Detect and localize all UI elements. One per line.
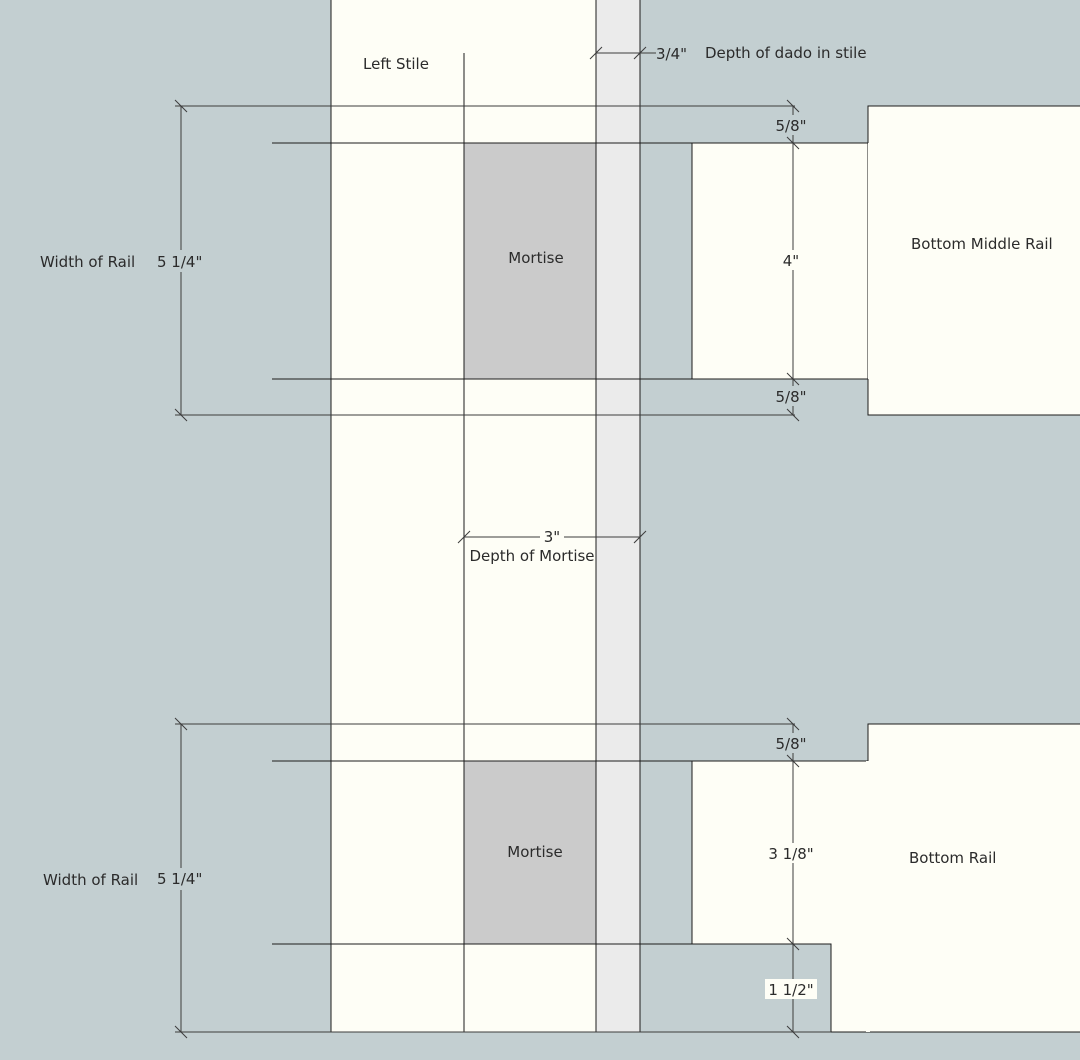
lower-width-label: Width of Rail [43,871,138,889]
lower-width-value: 5 1/4" [157,870,202,888]
mortise-depth-value: 3" [544,528,560,546]
mortise-bottom-label: Mortise [507,843,562,861]
left-stile-label: Left Stile [363,55,429,73]
upper-bottom-shoulder: 5/8" [775,388,806,406]
bottom-rail [867,723,1080,1033]
lower-bottom-shoulder: 1 1/2" [768,981,813,999]
upper-width-value: 5 1/4" [157,253,202,271]
upper-top-shoulder: 5/8" [775,117,806,135]
upper-tenon-size: 4" [783,252,799,270]
dado-depth-label: Depth of dado in stile [705,44,867,62]
lower-top-shoulder: 5/8" [775,735,806,753]
bottom-rail-label: Bottom Rail [909,849,996,867]
upper-width-label: Width of Rail [40,253,135,271]
bottom-middle-rail-label: Bottom Middle Rail [911,235,1053,253]
mortise-top [463,142,597,380]
dado-strip [595,0,641,1033]
bottom-middle-rail [867,105,1080,416]
mortise-bottom [463,760,597,945]
mortise-top-label: Mortise [508,249,563,267]
mortise-depth-label: Depth of Mortise [469,547,594,565]
dado-depth-value: 3/4" [656,45,687,63]
lower-tenon-size: 3 1/8" [768,845,813,863]
